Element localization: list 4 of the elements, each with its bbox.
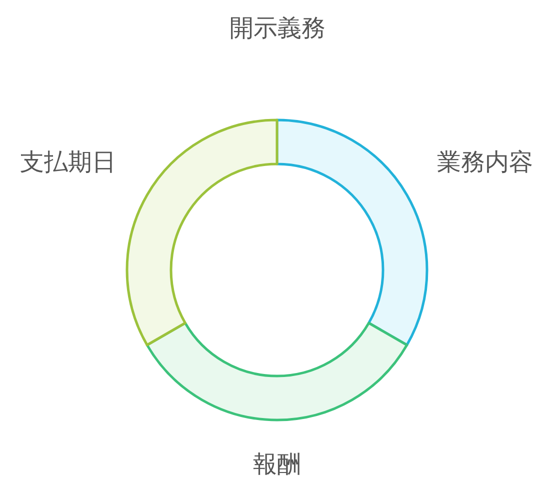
segment-label: 報酬 <box>253 450 301 480</box>
diagram-title: 開示義務 <box>228 14 326 44</box>
segment-label: 支払期日 <box>20 148 116 178</box>
segment-label: 業務内容 <box>437 148 533 178</box>
